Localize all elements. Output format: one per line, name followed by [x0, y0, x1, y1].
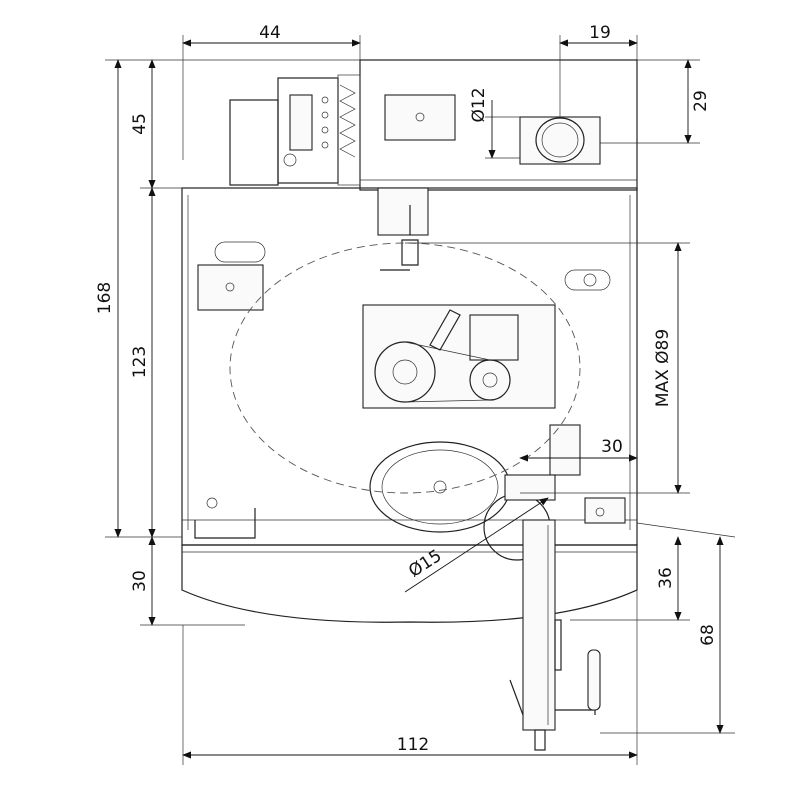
max-diameter-circle	[229, 242, 581, 494]
dim-total-width: 112	[397, 735, 429, 755]
dim-disc-offset: 30	[601, 437, 623, 457]
dim-body-height: 123	[130, 346, 150, 378]
control-box	[229, 74, 361, 186]
main-body	[181, 187, 638, 561]
dim-handle-offset: 36	[656, 567, 676, 589]
dim-top-right-width: 19	[589, 23, 611, 43]
upper-cabinet	[359, 59, 638, 191]
dim-outlet-height: 29	[691, 90, 711, 112]
dim-top-left-width: 44	[259, 23, 281, 43]
dimension-lines	[105, 35, 736, 765]
dim-handle-height: 68	[698, 624, 718, 646]
bottom-tray	[181, 544, 638, 623]
dim-outlet-diameter: Ø12	[469, 87, 489, 122]
dim-total-height: 168	[95, 282, 115, 314]
dim-disc-diameter: Ø15	[405, 546, 445, 582]
crank-handle	[509, 519, 601, 751]
dim-max-diameter: MAX Ø89	[653, 329, 673, 407]
dim-top-section-height: 45	[130, 113, 150, 135]
dim-tray-height: 30	[130, 570, 150, 592]
